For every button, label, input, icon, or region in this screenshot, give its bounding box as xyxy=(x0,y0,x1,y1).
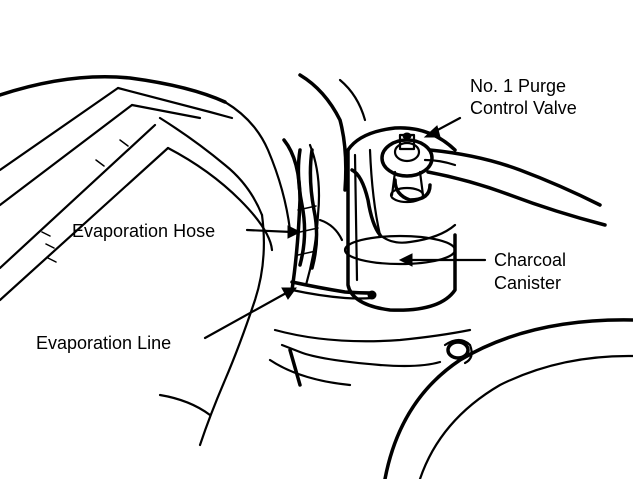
purge-valve-label-line2: Control Valve xyxy=(470,98,577,118)
evaporation-line xyxy=(290,280,377,300)
charcoal-canister-label-line2: Canister xyxy=(494,273,562,293)
purge-valve-label-line1: No. 1 Purge xyxy=(470,76,567,96)
charcoal-canister-label-line1: Charcoal xyxy=(494,250,567,270)
evaporation-line-label: Evaporation Line xyxy=(36,333,172,353)
lower-bracket xyxy=(268,328,472,387)
purge-hoses xyxy=(393,148,607,227)
leader-arrows xyxy=(203,116,487,340)
purge-valve xyxy=(380,132,434,204)
canister-body xyxy=(343,126,457,312)
fender-panel xyxy=(0,75,292,447)
evaporation-hose-arrow xyxy=(245,228,294,234)
wheel-arch xyxy=(383,318,633,481)
evaporation-line-arrow xyxy=(203,290,290,340)
evaporation-hose-label: Evaporation Hose xyxy=(72,221,216,241)
evaporation-hose xyxy=(296,148,344,270)
